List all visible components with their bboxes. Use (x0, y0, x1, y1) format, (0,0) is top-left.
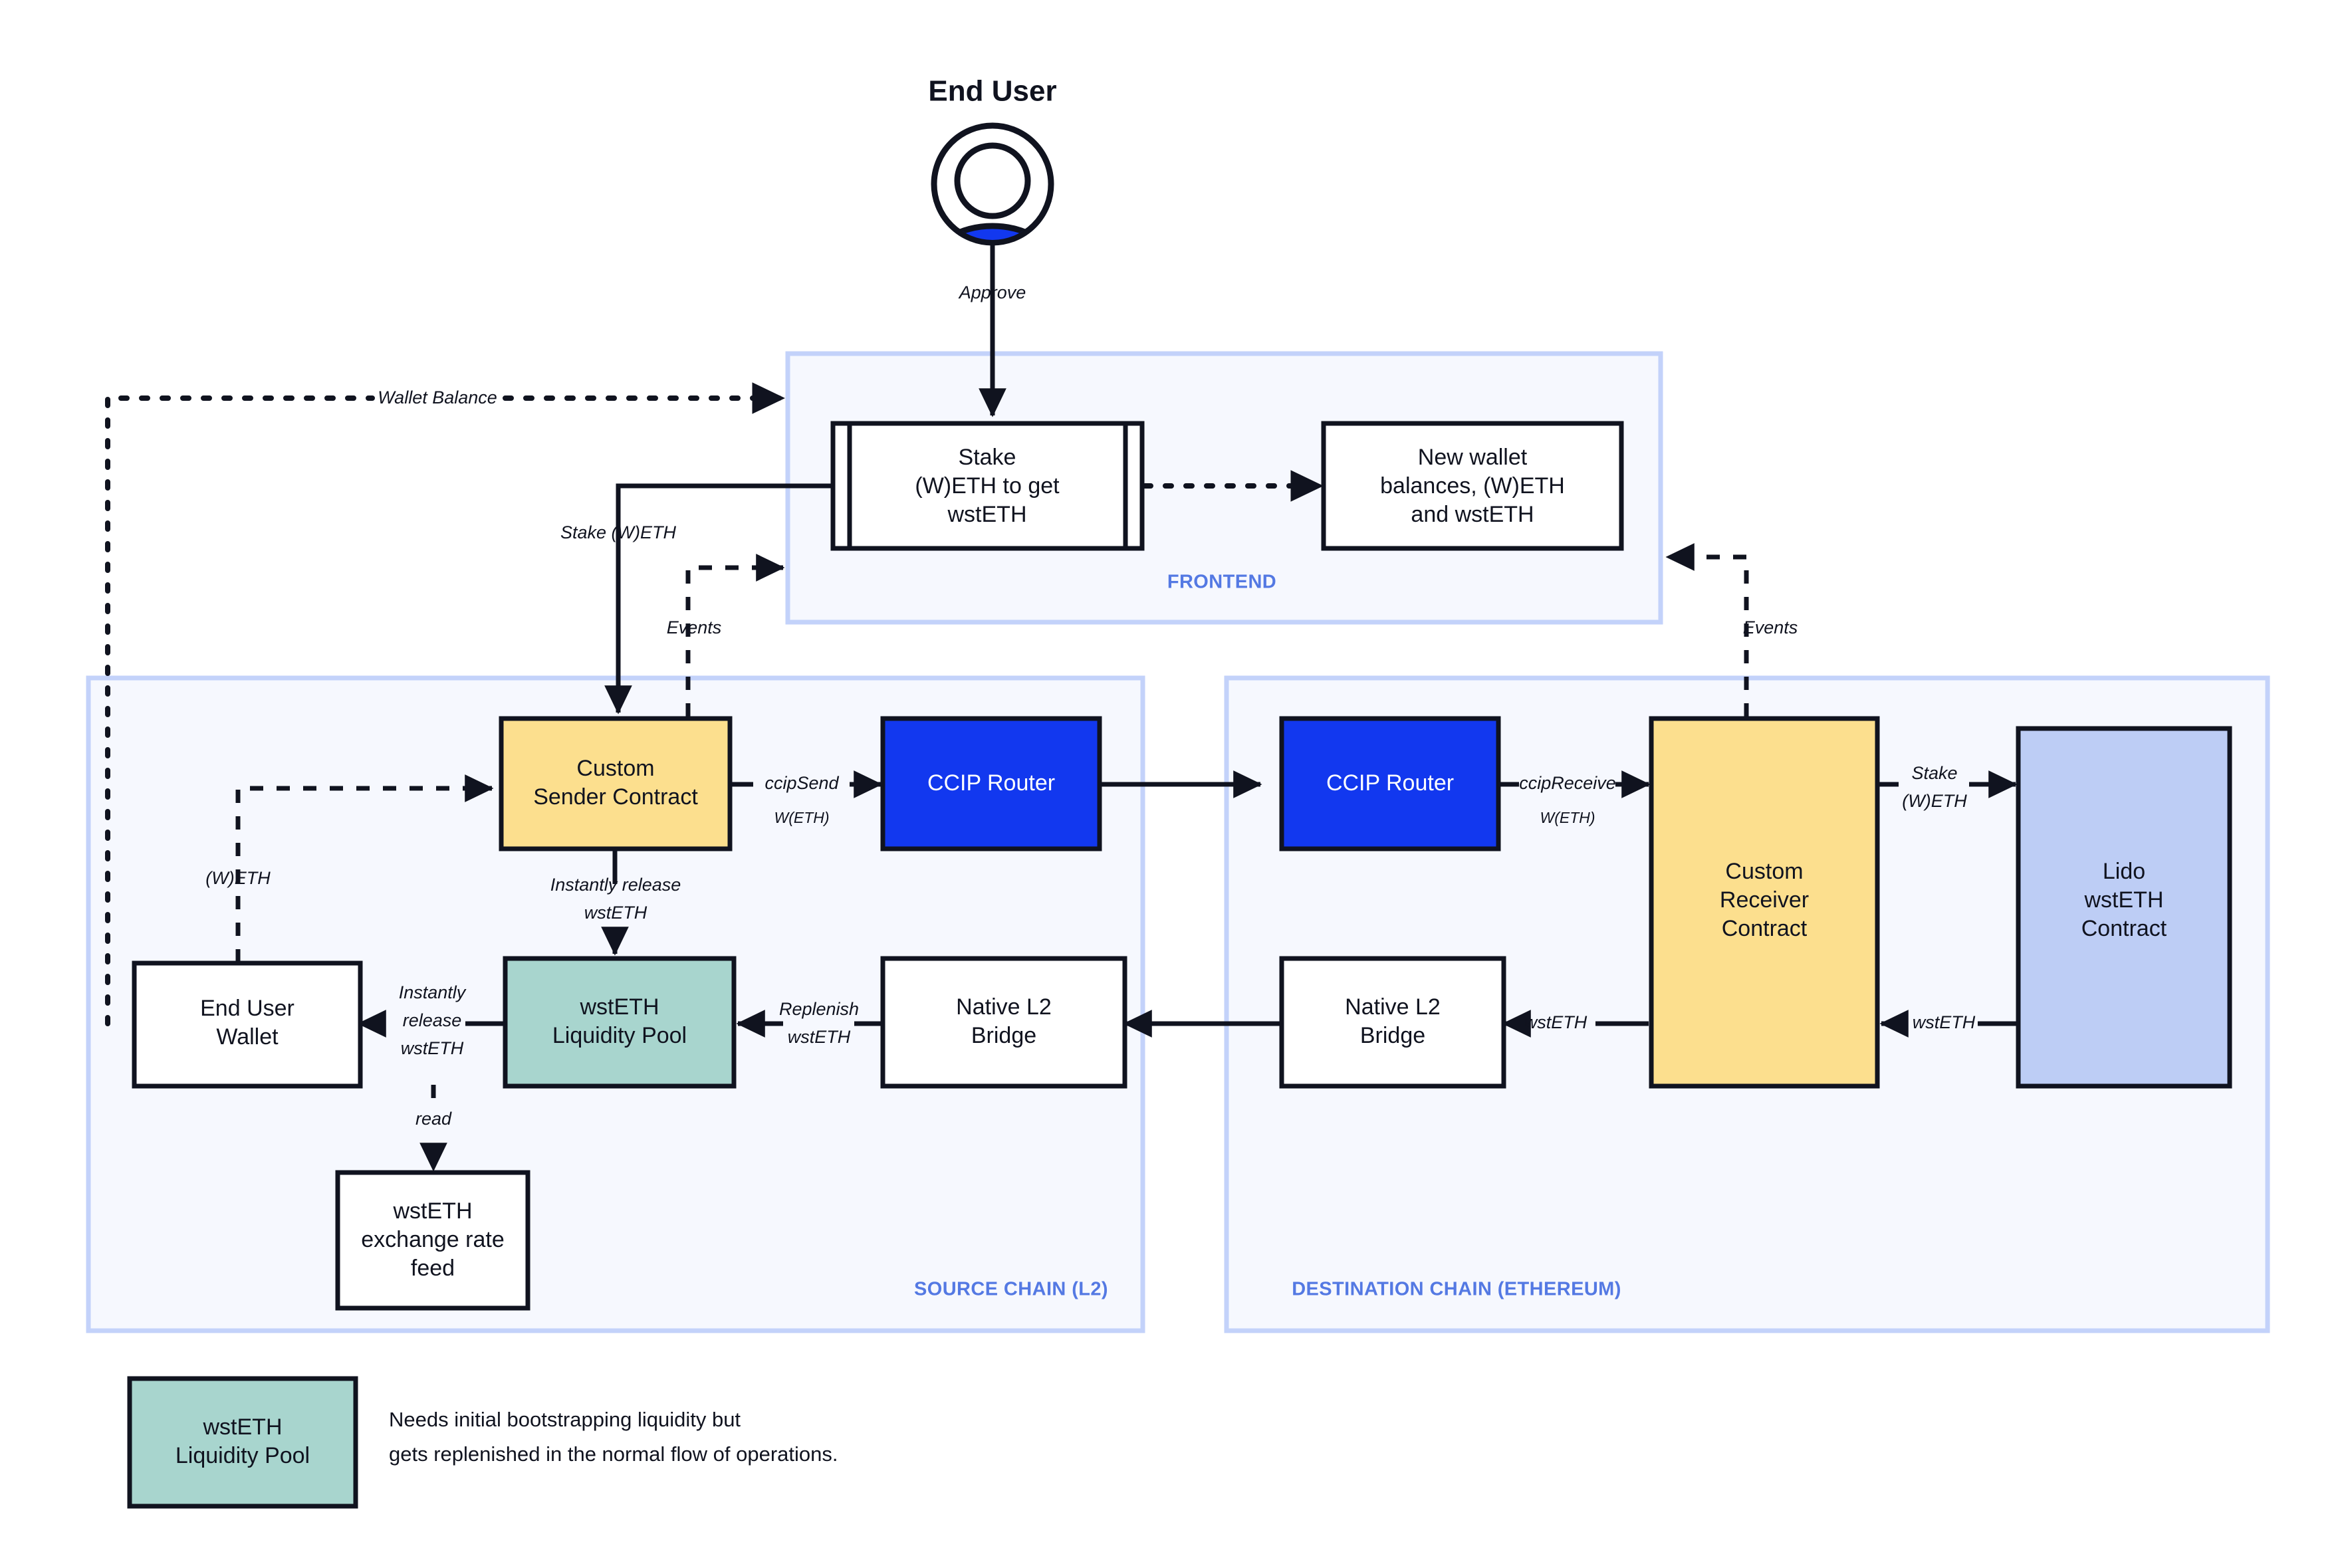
label-receiver-contract: Custom Receiver Contract (1720, 859, 1809, 941)
label-sender-contract: Custom Sender Contract (533, 756, 698, 810)
node-liquidity-pool[interactable] (503, 956, 737, 1089)
edge-label-release-wallet-line3: wstETH (401, 1038, 464, 1058)
edge-label-wallet-balance: Wallet Balance (378, 388, 497, 407)
svg-text:Stake: Stake (959, 445, 1016, 470)
edge-label-wsteth-bridge: wstETH (1524, 1012, 1587, 1032)
svg-text:Contract: Contract (2081, 916, 2167, 941)
edge-label-replenish-line2: wstETH (788, 1027, 851, 1047)
svg-text:Wallet: Wallet (216, 1024, 279, 1050)
svg-text:Custom: Custom (576, 756, 654, 781)
label-end-user-wallet: End User Wallet (200, 996, 294, 1050)
edge-label-release-wallet-line2: release (403, 1010, 462, 1030)
svg-text:wstETH: wstETH (393, 1198, 473, 1224)
node-receiver-contract[interactable] (1649, 716, 1880, 1089)
edge-weth-dashed (235, 774, 494, 962)
node-new-balances[interactable] (1321, 421, 1624, 551)
edge-label-events-destination: Events (1743, 617, 1798, 637)
svg-text:Bridge: Bridge (1360, 1023, 1425, 1048)
legend-swatch (127, 1376, 358, 1509)
edge-stake-weth (604, 483, 831, 715)
label-native-l2-bridge-destination: Native L2 Bridge (1345, 994, 1441, 1048)
edge-label-stake-weth: Stake (W)ETH (560, 522, 677, 542)
edge-label-ccipsend: ccipSend (764, 773, 839, 793)
node-sender-contract[interactable] (499, 716, 733, 851)
edge-label-ccipreceive: ccipReceive (1519, 773, 1616, 793)
node-rate-feed[interactable] (335, 1170, 530, 1311)
node-ccip-router-destination[interactable] (1279, 716, 1501, 851)
svg-text:feed: feed (411, 1256, 455, 1281)
edge-label-wsteth-lido: wstETH (1913, 1012, 1976, 1032)
svg-text:Sender Contract: Sender Contract (533, 784, 698, 810)
svg-text:Liquidity Pool: Liquidity Pool (552, 1023, 687, 1048)
edge-label-stake-lido-line2: (W)ETH (1902, 791, 1967, 811)
edge-label-release-wallet-line1: Instantly (399, 982, 467, 1002)
svg-text:Receiver: Receiver (1720, 887, 1809, 913)
edge-label-release-pool-line2: wstETH (584, 903, 647, 923)
group-label-frontend: FRONTEND (1167, 572, 1276, 593)
svg-text:Contract: Contract (1722, 916, 1808, 941)
svg-text:(W)ETH to get: (W)ETH to get (915, 473, 1060, 499)
svg-text:and wstETH: and wstETH (1411, 502, 1534, 527)
label-lido-contract: Lido wstETH Contract (2081, 859, 2167, 941)
edge-label-approve: Approve (958, 282, 1026, 302)
svg-text:Custom: Custom (1725, 859, 1803, 884)
svg-text:Native L2: Native L2 (956, 994, 1052, 1020)
svg-text:Liquidity Pool: Liquidity Pool (176, 1443, 310, 1468)
node-end-user-wallet[interactable] (132, 960, 363, 1089)
label-ccip-router-destination: CCIP Router (1326, 770, 1454, 796)
legend-swatch-label: wstETH Liquidity Pool (176, 1414, 310, 1468)
group-label-destination-chain: DESTINATION CHAIN (ETHEREUM) (1292, 1279, 1621, 1300)
node-native-l2-bridge-source[interactable] (880, 956, 1127, 1089)
svg-text:balances, (W)ETH: balances, (W)ETH (1380, 473, 1565, 499)
svg-text:Bridge: Bridge (971, 1023, 1036, 1048)
label-ccip-router-source: CCIP Router (927, 770, 1055, 796)
svg-text:wstETH: wstETH (203, 1414, 283, 1440)
edge-events-destination (1665, 543, 1749, 717)
svg-text:wstETH: wstETH (2084, 887, 2164, 913)
edge-label-release-pool-line1: Instantly release (550, 875, 681, 895)
node-lido-contract[interactable] (2016, 726, 2232, 1089)
svg-text:wstETH: wstETH (947, 502, 1027, 527)
svg-text:exchange rate: exchange rate (361, 1227, 505, 1252)
edge-sublabel-ccipreceive: W(ETH) (1540, 809, 1595, 826)
svg-text:Native L2: Native L2 (1345, 994, 1441, 1020)
node-stake-form[interactable] (830, 421, 1145, 551)
legend-note-line1: Needs initial bootstrapping liquidity bu… (389, 1408, 741, 1431)
actor-title: End User (928, 75, 1056, 108)
edge-label-weth: (W)ETH (205, 868, 271, 888)
svg-text:New wallet: New wallet (1418, 445, 1528, 470)
group-label-source-chain: SOURCE CHAIN (L2) (914, 1279, 1108, 1300)
legend-note-line2: gets replenished in the normal flow of o… (389, 1442, 838, 1466)
label-new-balances: New wallet balances, (W)ETH and wstETH (1380, 445, 1565, 527)
label-rate-feed: wstETH exchange rate feed (361, 1198, 505, 1281)
end-user-actor (931, 122, 1054, 246)
node-ccip-router-source[interactable] (880, 716, 1102, 851)
svg-text:Lido: Lido (2103, 859, 2145, 884)
edge-sublabel-ccipsend: W(ETH) (774, 809, 829, 826)
edge-wallet-balance-seg1 (105, 395, 375, 1026)
label-liquidity-pool: wstETH Liquidity Pool (552, 994, 687, 1048)
edge-label-read: read (415, 1109, 452, 1129)
label-stake-form: Stake (W)ETH to get wstETH (915, 445, 1060, 527)
svg-text:End User: End User (200, 996, 294, 1021)
node-native-l2-bridge-destination[interactable] (1279, 956, 1506, 1089)
edge-label-events-source: Events (667, 617, 722, 637)
svg-text:wstETH: wstETH (580, 994, 659, 1020)
edge-label-stake-lido-line1: Stake (1911, 763, 1957, 783)
edge-label-replenish-line1: Replenish (779, 999, 859, 1019)
label-native-l2-bridge-source: Native L2 Bridge (956, 994, 1052, 1048)
